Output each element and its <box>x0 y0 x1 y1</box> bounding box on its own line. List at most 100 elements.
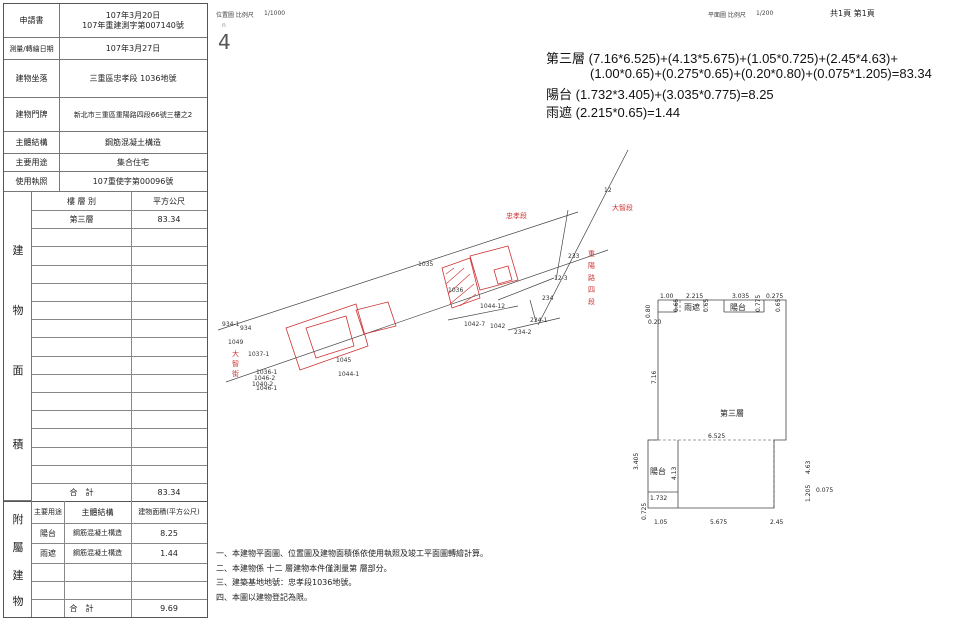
survey-date-row: 測量/轉繪日期 107年3月27日 <box>4 38 207 60</box>
formula-balcony: 陽台 (1.732*3.405)+(3.035*0.775)=8.25 <box>546 87 774 102</box>
address: 新北市三重區重陽路四段66號三樓之2 <box>73 110 193 119</box>
applicant-date: 107年3月20日 <box>105 10 161 20</box>
formula-floor: 第三層 (7.16*6.525)+(4.13*5.675)+(1.05*0.72… <box>546 51 898 66</box>
side-char: 建 <box>12 244 24 257</box>
parcel-label: 234 <box>542 295 554 302</box>
side-char: 面 <box>12 364 24 377</box>
dimension-label: 1.732 <box>650 495 667 502</box>
road-label-char: 四 <box>588 286 595 294</box>
parcel-label: 1042 <box>490 323 505 330</box>
parcel-label: 234-2 <box>514 329 532 336</box>
parcel-label: 934 <box>240 325 252 332</box>
area-total-label: 合 計 <box>69 487 94 497</box>
road-label-char: 陽 <box>588 261 595 270</box>
parcel-label: 234-1 <box>530 317 548 324</box>
note: 三、建築基地地號：忠孝段1036地號。 <box>216 578 357 587</box>
location: 三重區忠孝段 1036地號 <box>89 73 177 83</box>
road-label-char: 段 <box>588 297 595 306</box>
address-label: 建物門牌 <box>4 98 60 131</box>
location-scale: 1/1000 <box>264 10 286 17</box>
parcel-label: 1036 <box>448 287 463 294</box>
use: 集合住宅 <box>117 157 149 167</box>
side-char: 物 <box>12 595 24 608</box>
note: 一、本建物平面圖、位置圖及建物面積係依使用執照及竣工平面圖轉繪計算。 <box>216 549 488 558</box>
address-row: 建物門牌 新北市三重區重陽路四段66號三樓之2 <box>4 98 207 132</box>
road-label-char: 大 <box>232 349 239 358</box>
annex-area: 8.25 <box>160 528 178 538</box>
plan-scale: 1/200 <box>756 10 774 17</box>
parcel-label: 12 <box>604 187 612 194</box>
side-char: 物 <box>12 304 24 317</box>
road-label: 大智段 <box>612 203 633 212</box>
structure-row: 主體結構 鋼筋混凝土構造 <box>4 132 207 154</box>
location-label: 建物坐落 <box>4 60 60 97</box>
dimension-label: 0.20 <box>648 319 662 326</box>
dimension-label: 6.525 <box>708 433 725 440</box>
parcel-label: 12-3 <box>554 275 568 282</box>
use-row: 主要用途 集合住宅 <box>4 154 207 172</box>
parcel-label: 1040-2 <box>252 381 273 388</box>
parcel-label: 1044-1 <box>338 371 359 378</box>
dimension-label: 7.16 <box>651 370 658 384</box>
annex-use: 雨遮 <box>40 548 56 558</box>
dimension-label: 1.05 <box>654 519 668 526</box>
dimension-label: 0.775 <box>755 295 762 312</box>
area-total: 83.34 <box>157 487 181 497</box>
side-char: 附 <box>12 513 24 526</box>
annex-area: 1.44 <box>160 548 178 558</box>
dimension-label: 0.725 <box>641 503 648 520</box>
room-label-canopy: 雨遮 <box>684 302 700 312</box>
north-sub: n <box>222 22 226 29</box>
road-label-char: 街 <box>232 369 239 378</box>
parcel-label: 1042-7 <box>464 321 485 328</box>
dimension-label: 0.80 <box>645 304 652 318</box>
dimension-label: 5.675 <box>710 519 727 526</box>
floor-area: 83.34 <box>157 214 181 224</box>
annex-struct: 鋼筋混凝土構造 <box>73 529 122 537</box>
license-label: 使用執照 <box>4 172 60 191</box>
location-scale-label: 位置圖 比例尺 <box>216 12 254 19</box>
road-label-char: 智 <box>232 359 239 368</box>
room-label-balcony-top: 陽台 <box>730 302 746 312</box>
parcel-label: 1046-2 <box>254 375 275 382</box>
parcel-label: 1037-1 <box>248 351 269 358</box>
road-label-char: 路 <box>588 273 595 282</box>
col-floor-header: 樓 層 別 <box>66 196 97 206</box>
side-char: 積 <box>12 438 24 451</box>
dimension-label: 4.13 <box>671 466 678 480</box>
dimension-label: 0.65 <box>703 298 710 312</box>
dimension-label: 3.035 <box>732 293 749 300</box>
note: 二、本建物係 十二 層建物本件僅測量第 層部分。 <box>216 564 392 573</box>
survey-date: 107年3月27日 <box>105 43 161 53</box>
formula-canopy: 雨遮 (2.215*0.65)=1.44 <box>546 105 681 120</box>
applicant-label: 申請書 <box>4 4 60 37</box>
room-label-balcony: 陽台 <box>650 466 666 476</box>
parcel-label: 1035 <box>418 261 433 268</box>
applicant-row: 申請書 107年3月20日 107年重建測字第007140號 <box>4 4 207 38</box>
parcel-label: 1036-1 <box>256 369 277 376</box>
annex-total-label: 合 計 <box>69 603 94 613</box>
dimension-label: 0.275 <box>766 293 783 300</box>
dimension-label: 2.45 <box>770 519 784 526</box>
room-label-floor: 第三層 <box>720 408 744 418</box>
info-table: 申請書 107年3月20日 107年重建測字第007140號 測量/轉繪日期 1… <box>3 3 208 618</box>
annex-struct: 鋼筋混凝土構造 <box>73 549 122 557</box>
location-row: 建物坐落 三重區忠孝段 1036地號 <box>4 60 207 98</box>
annex-side: 附 屬 建 物 <box>4 501 32 617</box>
survey-date-label: 測量/轉繪日期 <box>4 38 60 59</box>
col-area-header: 平方公尺 <box>153 196 185 206</box>
applicant-no: 107年重建測字第007140號 <box>82 20 184 30</box>
north-arrow: 4 <box>218 30 231 54</box>
annex-total: 9.69 <box>160 603 178 613</box>
license-row: 使用執照 107重使字第00096號 <box>4 172 207 192</box>
parcel-label: 1044-12 <box>480 303 505 310</box>
dimension-label: 0.65 <box>673 298 680 312</box>
parcel-label: 1045 <box>336 357 351 364</box>
col-annex-area-header: 建物面積(平方公尺) <box>138 508 200 516</box>
road-label-char: 重 <box>588 250 595 258</box>
parcel-label: 1046-1 <box>256 385 277 392</box>
col-use-header: 主要用途 <box>34 508 62 516</box>
